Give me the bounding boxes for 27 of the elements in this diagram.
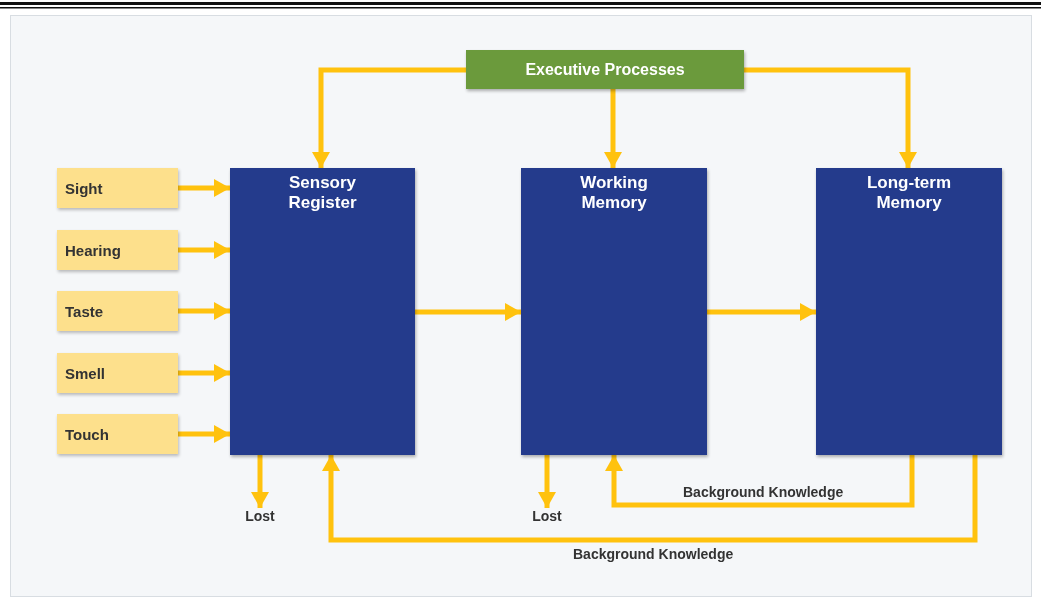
arrow — [604, 89, 622, 168]
arrow — [178, 302, 230, 320]
arrow — [744, 67, 917, 168]
input-box: Hearing — [57, 230, 178, 270]
arrow — [415, 303, 521, 321]
arrow — [322, 455, 978, 543]
input-box: Sight — [57, 168, 178, 208]
arrow — [251, 455, 269, 508]
input-box: Taste — [57, 291, 178, 331]
arrow — [178, 425, 230, 443]
memory-box: Working Memory — [521, 168, 707, 455]
arrow — [178, 364, 230, 382]
edge-label: Background Knowledge — [681, 484, 846, 500]
title-box: Executive Processes — [466, 50, 744, 89]
edge-label: Background Knowledge — [571, 546, 736, 562]
input-box: Touch — [57, 414, 178, 454]
arrow — [605, 455, 915, 508]
memory-box: Long-term Memory — [816, 168, 1002, 455]
arrow — [707, 303, 816, 321]
arrow — [538, 455, 556, 508]
memory-box: Sensory Register — [230, 168, 415, 455]
arrow — [178, 179, 230, 197]
input-box: Smell — [57, 353, 178, 393]
lost-label: Lost — [527, 508, 567, 526]
arrow — [178, 241, 230, 259]
arrow — [312, 67, 466, 168]
lost-label: Lost — [240, 508, 280, 526]
